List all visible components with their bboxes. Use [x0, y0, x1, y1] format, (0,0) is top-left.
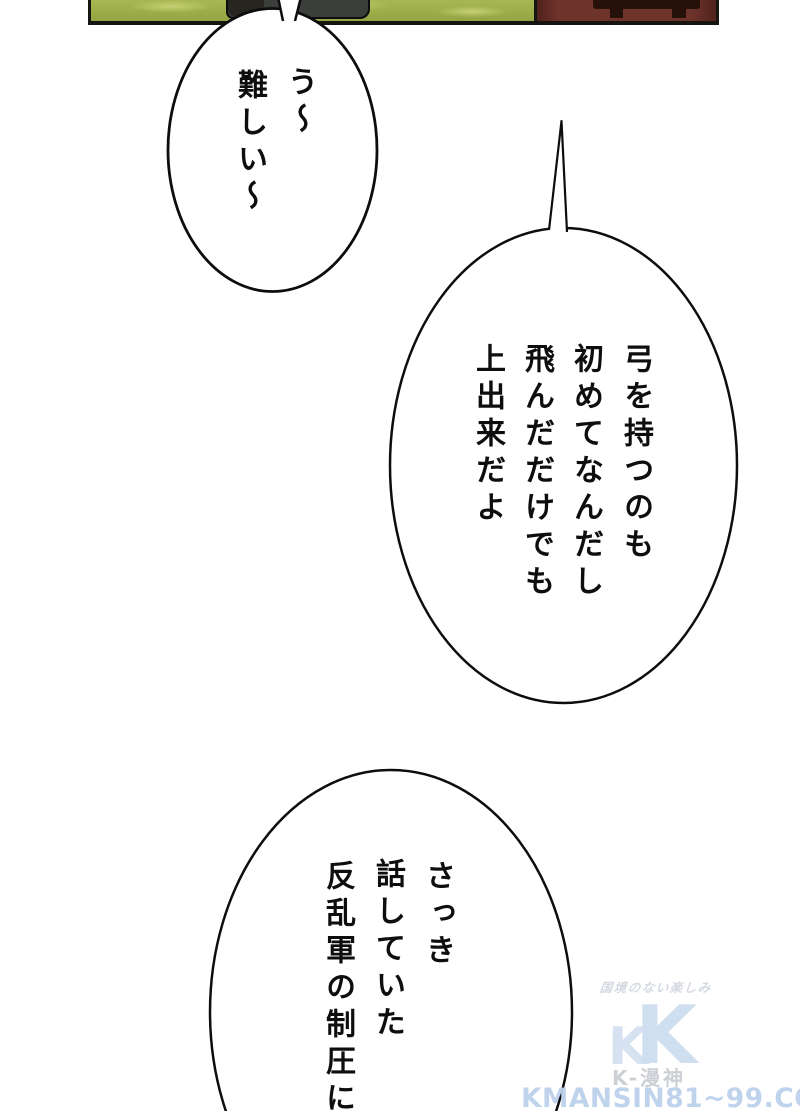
bubble-1-text-col-2: 難しい〜 — [232, 69, 267, 217]
bubble-3-text-col-1: さっき — [420, 860, 455, 971]
bubble-2-text-col-4: 上出来だよ — [470, 343, 505, 528]
speech-bubble-1-tail — [277, 0, 302, 22]
bubble-1-text-col-1: う〜 — [282, 66, 317, 140]
bubble-3-text-col-2: 話していた — [370, 858, 405, 1043]
top-panel-strip — [88, 0, 719, 25]
speech-bubble-2-tail — [547, 119, 569, 233]
bubble-2-text-col-2: 初めてなんだし — [568, 343, 603, 602]
speech-bubble-3 — [208, 768, 574, 1111]
speech-bubble-2 — [388, 226, 739, 705]
bubble-2-text-col-3: 飛んだだけでも — [519, 343, 554, 602]
bubble-3-text-col-3: 反乱軍の制圧に — [320, 860, 355, 1111]
bubble-2-text-col-1: 弓を持つのも — [618, 343, 653, 565]
speech-bubble-1 — [166, 7, 379, 293]
panel-table-leg — [610, 8, 623, 18]
panel-table-silhouette — [593, 0, 700, 9]
panel-maroon-interior — [534, 0, 716, 21]
panel-table-leg — [672, 8, 686, 18]
